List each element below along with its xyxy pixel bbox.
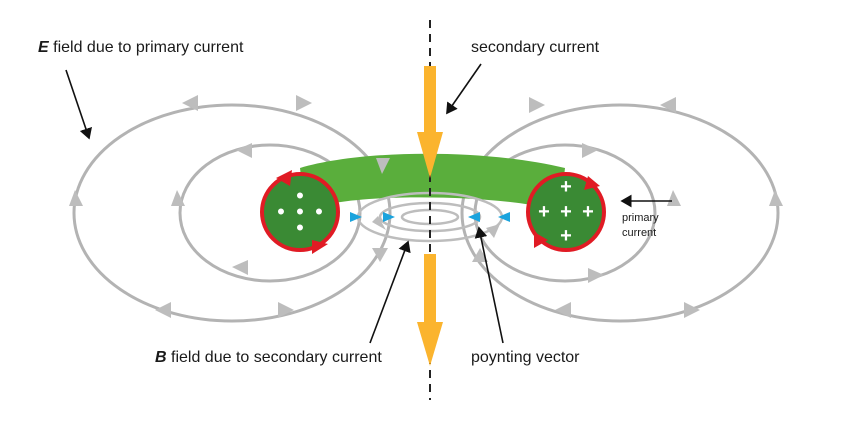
poynting-arrowhead-icon (350, 212, 362, 222)
arrowhead-icon (372, 216, 386, 230)
primary-current-label-line1: primary (622, 212, 659, 224)
arrowhead-icon (372, 248, 388, 262)
left-conductor-body (260, 172, 340, 252)
arrowhead-icon (588, 268, 604, 283)
left-current-arrowhead-icon (276, 170, 292, 186)
charge-symbol: + (538, 201, 550, 223)
arrowhead-icon (171, 190, 185, 206)
arrowhead-icon (582, 143, 598, 158)
arrowhead-icon (472, 248, 488, 262)
arrowhead-icon (296, 95, 312, 111)
charge-symbol: + (582, 201, 594, 223)
e-field-outer-left (72, 103, 392, 323)
arrowhead-icon (486, 224, 500, 238)
charge-symbol: • (296, 183, 304, 208)
arrowhead-icon (155, 302, 171, 318)
poynting-arrowhead-icon (498, 212, 510, 222)
arrowhead-icon (555, 302, 571, 318)
arrowhead-icon (278, 302, 294, 318)
right-conductor: + + + + + (526, 172, 606, 252)
primary-current-label-line2: current (622, 227, 656, 239)
arrowhead-icon (182, 95, 198, 111)
right-current-arrowhead-icon (534, 232, 548, 248)
e-field-leader (65, 69, 92, 140)
e-field-inner-right (473, 143, 657, 283)
left-current-arrowhead-icon (312, 240, 328, 254)
right-current-arrowhead-icon (584, 176, 600, 190)
secondary-current-leader (446, 63, 482, 115)
charge-symbol: • (296, 199, 304, 224)
e-field-lines (72, 103, 780, 323)
arrow-down-icon (417, 132, 443, 178)
poynting-arrowhead-icon (383, 212, 395, 222)
arrowhead-icon (769, 190, 783, 206)
arrowhead-icon (684, 302, 700, 318)
arrowhead-icon (232, 260, 248, 275)
e-field-symbol: E (38, 39, 50, 56)
arrow-down-icon-shaft (424, 254, 436, 326)
left-conductor: • • • • • (260, 170, 340, 254)
secondary-current-label: secondary current (471, 39, 600, 56)
b-field-symbol: B (155, 349, 167, 366)
charge-symbol: • (277, 199, 285, 224)
arrow-down-icon-shaft (424, 66, 436, 134)
arrow-down-icon (417, 322, 443, 366)
arrowhead-icon (236, 143, 252, 158)
b-field-text: field due to secondary current (167, 349, 383, 366)
e-field-text: field due to primary current (49, 39, 244, 56)
arrowhead-icon (667, 190, 681, 206)
b-field-leader (369, 240, 411, 344)
poynting-leader (474, 226, 504, 344)
arrowhead-icon (660, 97, 676, 113)
e-field-outer-right (460, 103, 780, 323)
charge-symbol: • (296, 215, 304, 240)
e-field-label: E field due to primary current (38, 39, 244, 56)
charge-symbol: • (315, 199, 323, 224)
poynting-vector-label: poynting vector (471, 349, 580, 366)
poynting-arrowhead-icon (468, 212, 480, 222)
arrowhead-icon (69, 190, 83, 206)
green-band (300, 153, 565, 212)
b-field-label: B field due to secondary current (155, 349, 382, 366)
secondary-current-arrows (417, 66, 443, 366)
leader-lines (65, 63, 672, 344)
charge-symbol: + (560, 176, 572, 198)
charge-symbol: + (560, 225, 572, 247)
left-charges: • • • • • (277, 183, 323, 240)
charge-symbol: + (560, 201, 572, 223)
arrowhead-icon (529, 97, 545, 113)
arrowhead-icon (376, 158, 390, 174)
field-arrowheads (69, 95, 783, 318)
right-conductor-body (526, 172, 606, 252)
poynting-arrows (350, 212, 510, 222)
right-charges: + + + + + (538, 176, 594, 247)
